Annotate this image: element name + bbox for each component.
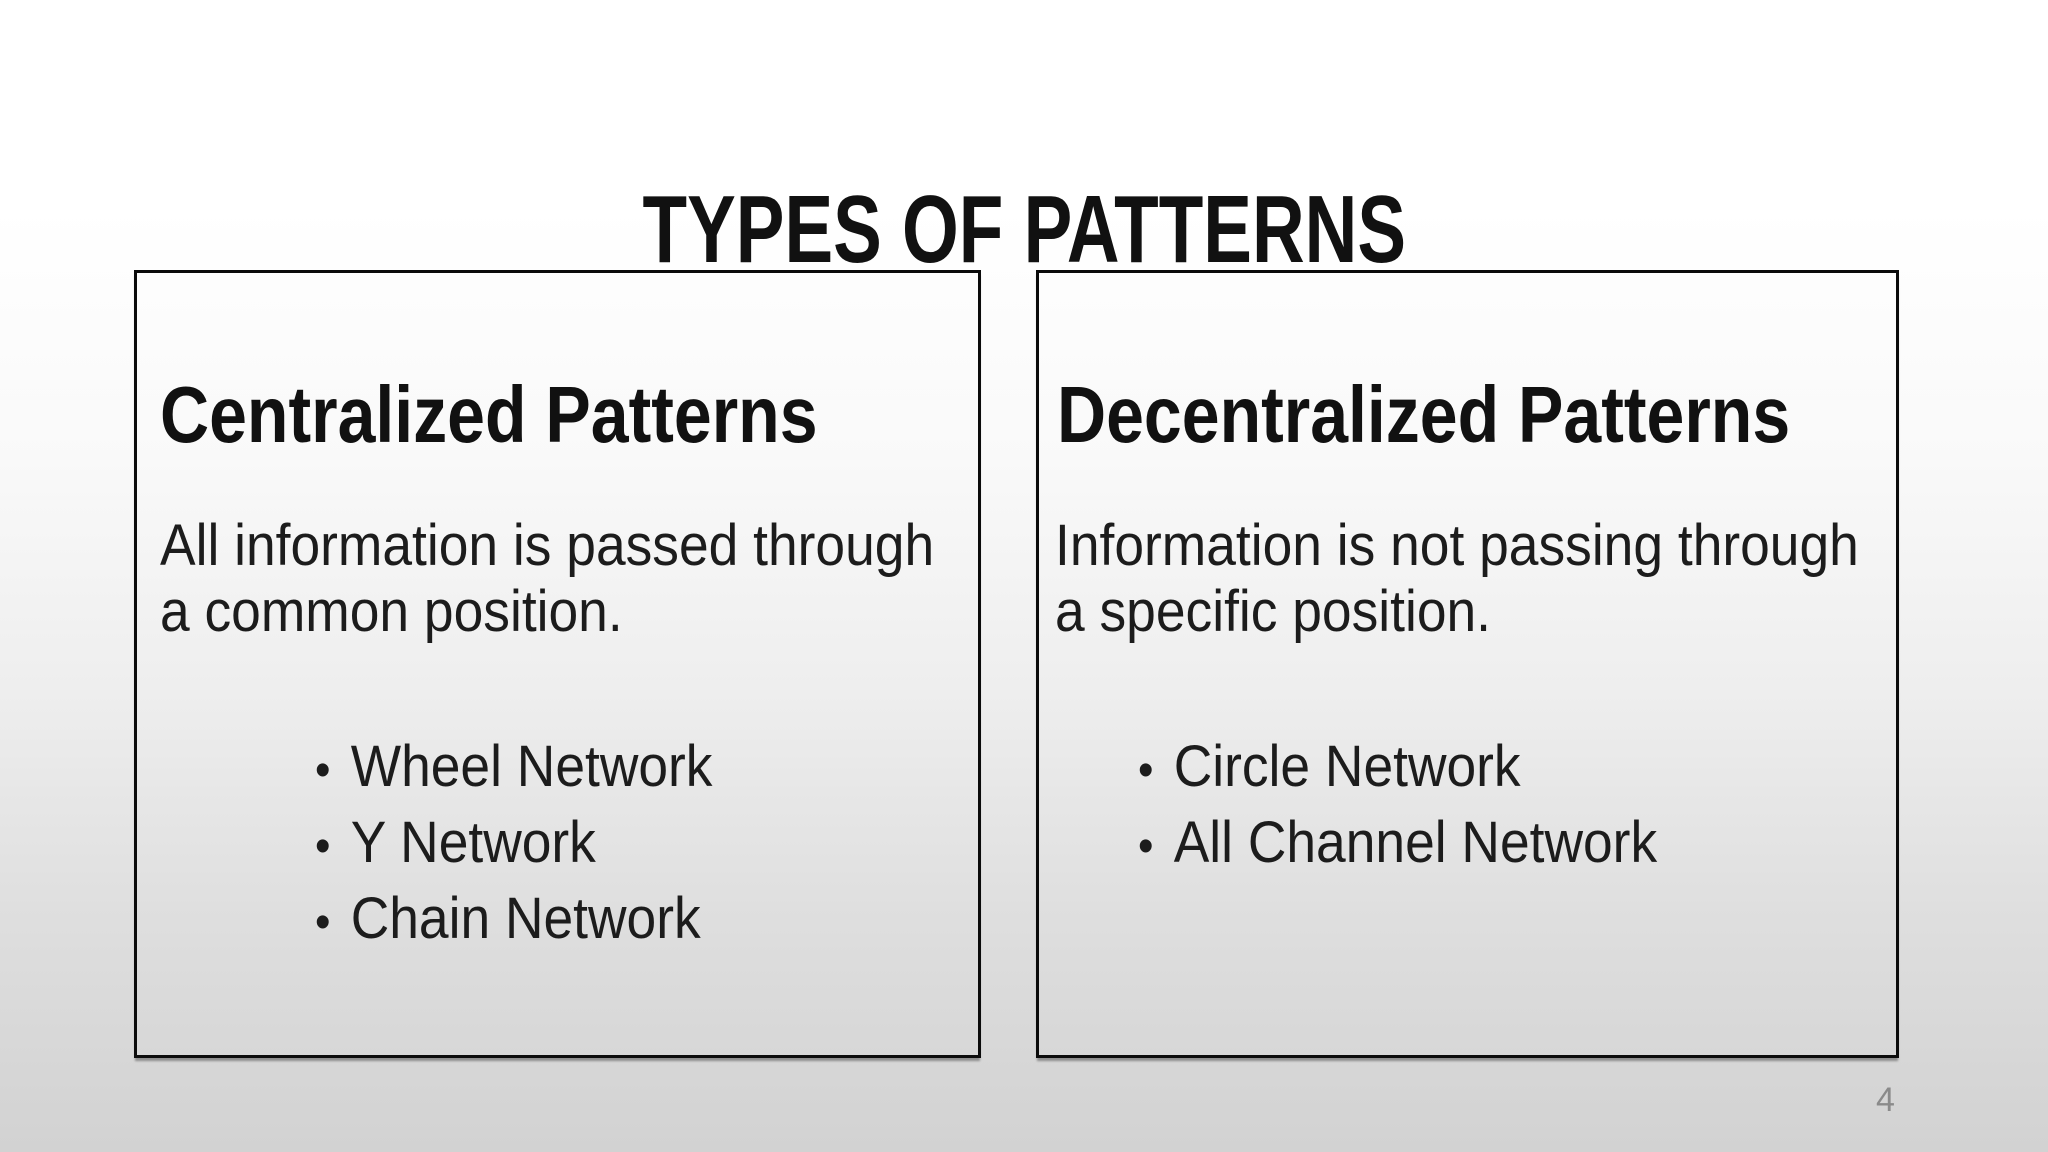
panel-decentralized: Decentralized Patterns Information is no… — [1036, 270, 1899, 1058]
panel-decentralized-heading: Decentralized Patterns — [1057, 375, 1920, 455]
slide-title-text: TYPES OF PATTERNS — [642, 176, 1406, 284]
panel-decentralized-body: Information is not passing through a spe… — [1055, 513, 1929, 645]
slide-title: TYPES OF PATTERNS — [0, 182, 2048, 278]
bullet-icon: • — [1138, 820, 1154, 873]
body-line: Information is not passing through — [1055, 513, 1859, 578]
body-line: All information is passed through — [160, 513, 935, 578]
bullet-icon: • — [315, 744, 331, 797]
panel-centralized: Centralized Patterns All information is … — [134, 270, 981, 1058]
bullet-item: • Y Network — [315, 807, 712, 883]
page-number: 4 — [1876, 1081, 1895, 1119]
bullet-label: All Channel Network — [1173, 810, 1658, 875]
body-line: a specific position. — [1055, 579, 1492, 644]
bullet-label: Wheel Network — [350, 734, 713, 799]
bullet-icon: • — [315, 820, 331, 873]
panel-decentralized-bullets: • Circle Network • All Channel Network — [1138, 731, 1702, 883]
panel-decentralized-heading-text: Decentralized Patterns — [1057, 370, 1791, 460]
bullet-label: Chain Network — [350, 886, 701, 951]
bullet-label: Circle Network — [1173, 734, 1521, 799]
panel-centralized-heading: Centralized Patterns — [160, 375, 934, 455]
bullet-item: • Circle Network — [1138, 731, 1657, 807]
bullet-item: • Chain Network — [315, 883, 712, 959]
bullet-item: • All Channel Network — [1138, 807, 1657, 883]
panel-centralized-bullets: • Wheel Network • Y Network • Chain Netw… — [315, 731, 747, 959]
bullet-icon: • — [1138, 744, 1154, 797]
bullet-item: • Wheel Network — [315, 731, 712, 807]
panel-centralized-body: All information is passed through a comm… — [160, 513, 1001, 645]
body-line: a common position. — [160, 579, 623, 644]
bullet-icon: • — [315, 896, 331, 949]
bullet-label: Y Network — [350, 810, 596, 875]
panel-centralized-heading-text: Centralized Patterns — [160, 370, 818, 460]
